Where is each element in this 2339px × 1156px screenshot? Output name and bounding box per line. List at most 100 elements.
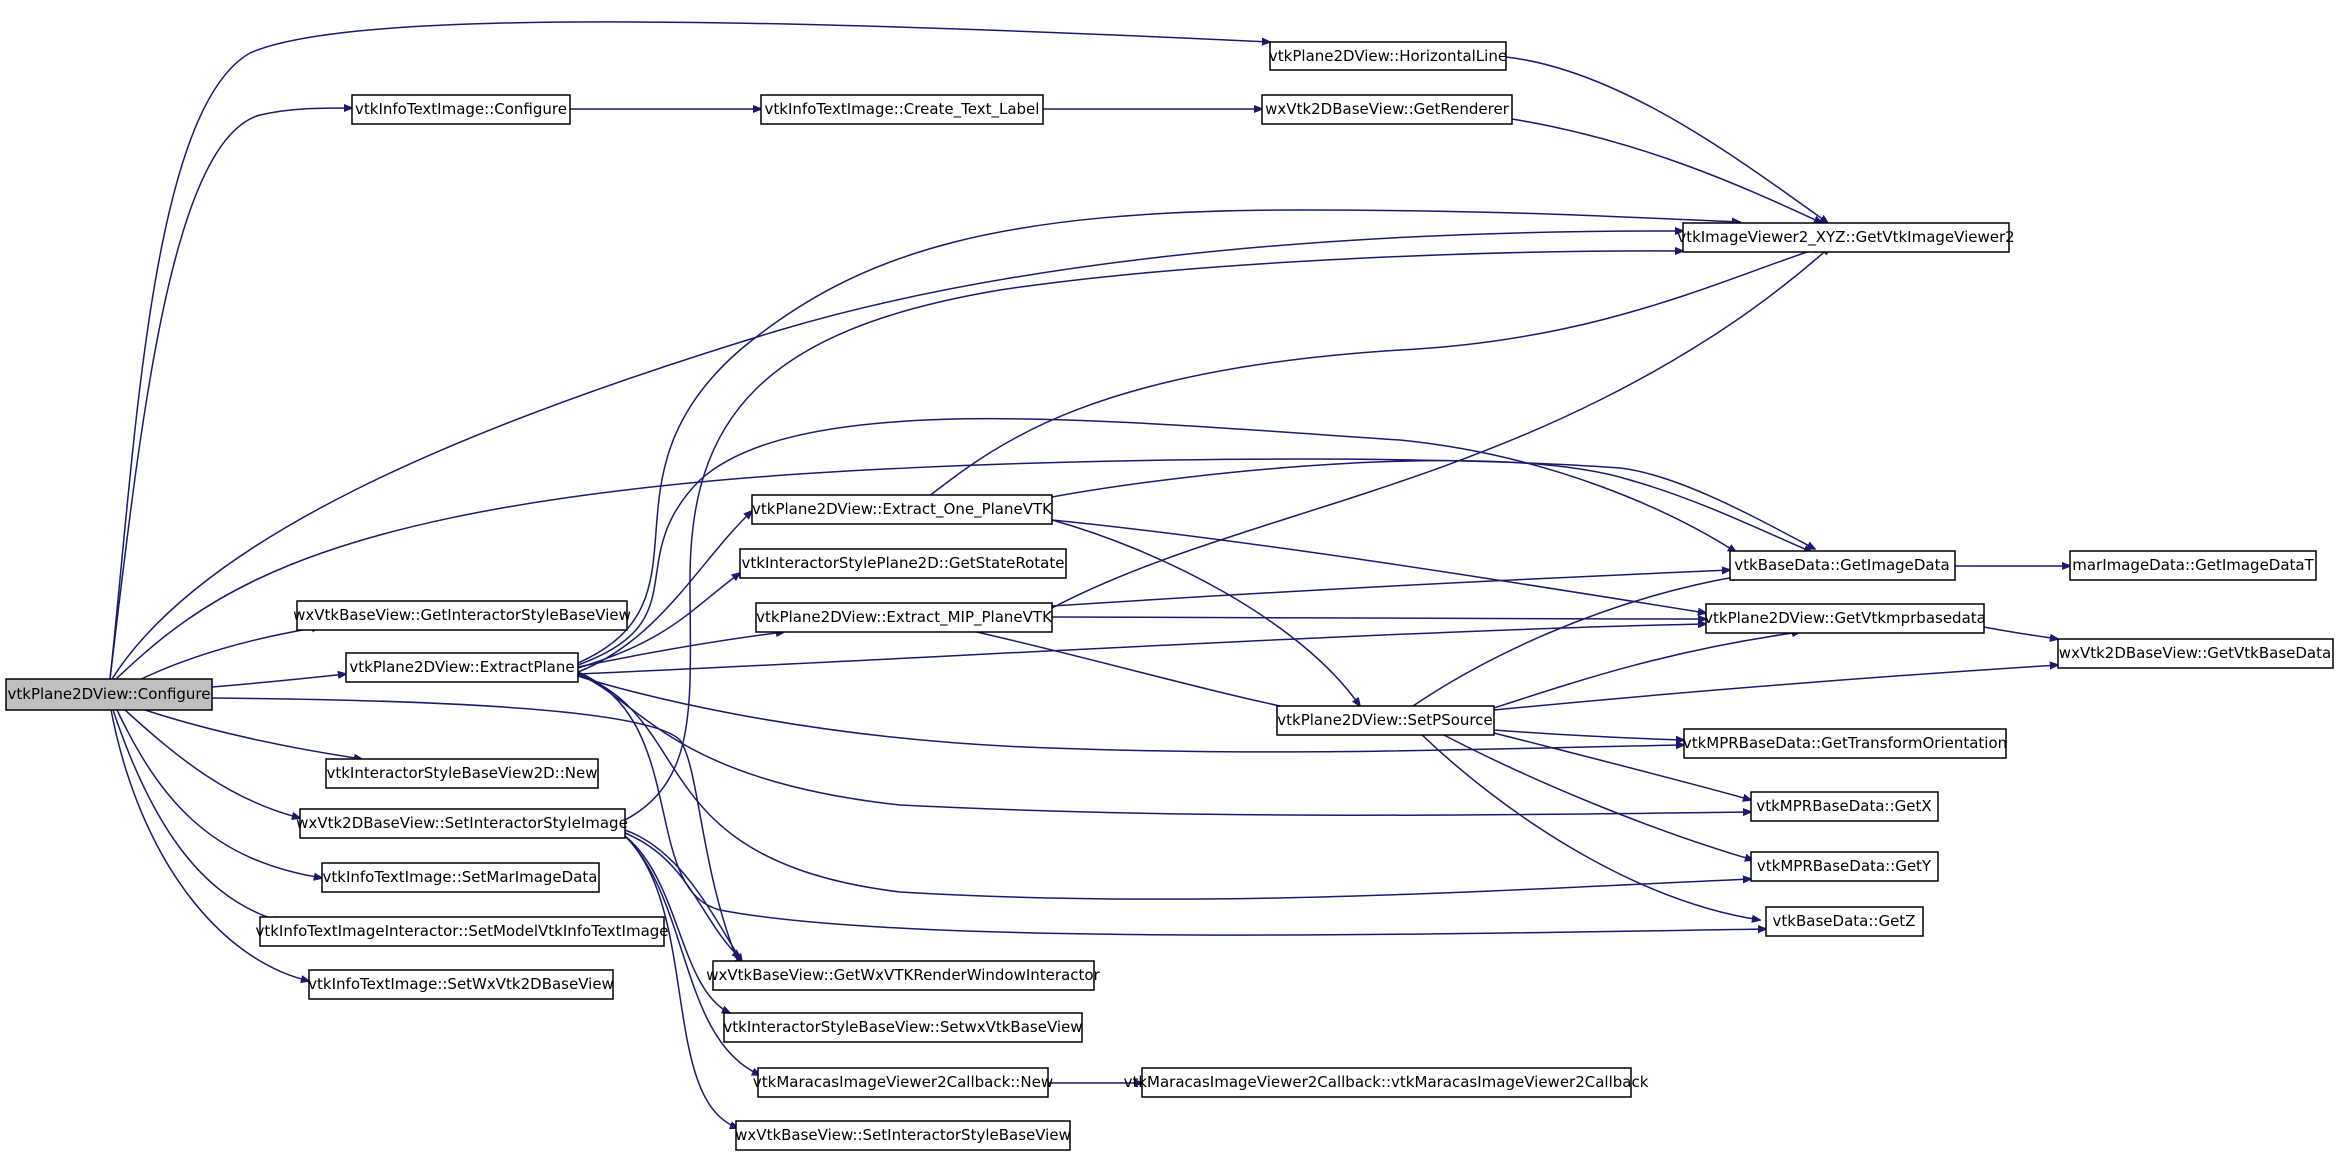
edge-ep-to-getz — [577, 671, 1766, 936]
node-swx2d[interactable]: vtkInfoTextImage::SetWxVtk2DBaseView — [308, 969, 614, 1000]
edge-root-to-sisi — [124, 709, 300, 818]
edge-root-to-hline — [109, 21, 1270, 680]
node-getz[interactable]: vtkBaseData::GetZ — [1765, 906, 1924, 937]
node-label: wxVtk2DBaseView::GetVtkBaseData — [2059, 644, 2331, 662]
edge-sps-to-gvbd — [1493, 665, 2058, 711]
node-label: vtkMPRBaseData::GetY — [1757, 857, 1932, 875]
edge-gvmbd-to-gvbd — [1983, 626, 2058, 639]
node-label: vtkMPRBaseData::GetTransformOrientation — [1683, 734, 2007, 752]
node-gety[interactable]: vtkMPRBaseData::GetY — [1750, 851, 1939, 882]
edge-sisi-to-gwxrwi — [624, 832, 740, 958]
edge-sps-to-getx — [1493, 732, 1751, 800]
edge-ep-to-gto — [577, 675, 1684, 753]
node-label: vtkPlane2DView::HorizontalLine — [1269, 47, 1507, 65]
node-label: vtkInteractorStyleBaseView2D::New — [326, 764, 597, 782]
node-label: vtkBaseData::GetImageData — [1734, 556, 1949, 574]
node-label: vtkInfoTextImage::Configure — [355, 100, 567, 118]
node-getRend[interactable]: wxVtk2DBaseView::GetRenderer — [1261, 94, 1513, 125]
node-gto[interactable]: vtkMPRBaseData::GetTransformOrientation — [1683, 728, 2007, 759]
node-label: vtkPlane2DView::GetVtkmprbasedata — [1704, 609, 1986, 627]
edge-root-to-gid — [115, 458, 1815, 680]
node-label: vtkInteractorStyleBaseView::SetwxVtkBase… — [723, 1018, 1082, 1036]
node-label: vtkPlane2DView::ExtractPlane — [349, 658, 574, 676]
node-label: wxVtkBaseView::GetWxVTKRenderWindowInter… — [706, 966, 1100, 984]
edge-root-to-swx2d — [110, 709, 309, 981]
edge-ep-to-gety — [577, 673, 1751, 900]
node-ep[interactable]: vtkPlane2DView::ExtractPlane — [345, 652, 579, 683]
edge-sps-to-getz — [1419, 732, 1760, 920]
node-label: wxVtkBaseView::GetInteractorStyleBaseVie… — [293, 606, 631, 624]
node-label: vtkMPRBaseData::GetX — [1756, 797, 1931, 815]
node-cbnew[interactable]: vtkMaracasImageViewer2Callback::New — [753, 1067, 1053, 1098]
node-isnew[interactable]: vtkInteractorStyleBaseView2D::New — [325, 758, 599, 789]
edge-sps-to-gid — [1409, 576, 1740, 709]
edge-ep-to-emip — [577, 632, 784, 668]
edge-emip-to-getViewer — [1051, 247, 1830, 609]
node-sisbv[interactable]: wxVtkBaseView::SetInteractorStyleBaseVie… — [735, 1120, 1071, 1151]
node-gisbv[interactable]: wxVtkBaseView::GetInteractorStyleBaseVie… — [293, 600, 631, 631]
edge-ep-to-gid — [577, 417, 1736, 666]
edge-sisi-to-ssbv — [624, 835, 730, 1013]
edge-root-to-gisbv — [134, 627, 320, 683]
edge-sps-to-gety — [1439, 732, 1753, 860]
node-label: vtkMaracasImageViewer2Callback::New — [753, 1073, 1053, 1091]
edge-ep-to-getx — [577, 673, 1751, 815]
node-label: vtkInfoTextImage::SetMarImageData — [323, 868, 598, 886]
node-label: vtkPlane2DView::Extract_MIP_PlaneVTK — [756, 608, 1053, 627]
edge-root-to-ep — [211, 674, 346, 688]
node-label: vtkMaracasImageViewer2Callback::vtkMarac… — [1124, 1073, 1649, 1091]
edge-root-to-itiConf — [109, 108, 352, 680]
node-emip[interactable]: vtkPlane2DView::Extract_MIP_PlaneVTK — [755, 602, 1053, 633]
edge-root-to-getViewer — [111, 231, 1683, 680]
node-label: wxVtkBaseView::SetInteractorStyleBaseVie… — [735, 1126, 1071, 1144]
nodes-layer: vtkPlane2DView::Configure vtkPlane2DView… — [5, 41, 2334, 1151]
node-label: vtkInfoTextImage::Create_Text_Label — [765, 100, 1040, 119]
node-hline[interactable]: vtkPlane2DView::HorizontalLine — [1269, 41, 1507, 71]
edge-eop-to-gvmbd — [1051, 519, 1706, 613]
edge-eop-to-sps — [1051, 519, 1360, 706]
node-gwxrwi[interactable]: wxVtkBaseView::GetWxVTKRenderWindowInter… — [706, 960, 1101, 991]
node-getViewer[interactable]: vtkImageViewer2_XYZ::GetVtkImageViewer2 — [1677, 222, 2015, 253]
node-gvmbd[interactable]: vtkPlane2DView::GetVtkmprbasedata — [1704, 603, 1986, 634]
node-ctl[interactable]: vtkInfoTextImage::Create_Text_Label — [760, 94, 1044, 125]
edge-sps-to-gvmbd — [1493, 632, 1800, 709]
edge-sisi-to-sisbv — [624, 835, 738, 1128]
edge-root-to-smid — [116, 709, 322, 878]
node-sisi[interactable]: wxVtk2DBaseView::SetInteractorStyleImage — [296, 808, 628, 839]
edge-eop-to-gid — [1051, 459, 1812, 552]
node-label: marImageData::GetImageDataT — [2072, 556, 2314, 574]
edge-eop-to-getViewer — [923, 247, 1822, 501]
node-label: vtkBaseData::GetZ — [1773, 912, 1916, 930]
node-gidt[interactable]: marImageData::GetImageDataT — [2069, 550, 2317, 581]
edge-sisi-to-getViewer — [624, 251, 1683, 821]
node-gid[interactable]: vtkBaseData::GetImageData — [1729, 550, 1956, 581]
node-label: wxVtk2DBaseView::SetInteractorStyleImage — [296, 814, 628, 832]
node-smid[interactable]: vtkInfoTextImage::SetMarImageData — [321, 862, 600, 893]
node-ssbv[interactable]: vtkInteractorStyleBaseView::SetwxVtkBase… — [723, 1012, 1083, 1043]
node-sps[interactable]: vtkPlane2DView::SetPSource — [1276, 705, 1495, 736]
node-gsr[interactable]: vtkInteractorStylePlane2D::GetStateRotat… — [739, 548, 1067, 579]
edge-emip-to-gid — [1051, 570, 1730, 607]
node-root[interactable]: vtkPlane2DView::Configure — [5, 678, 213, 711]
node-itiConf[interactable]: vtkInfoTextImage::Configure — [351, 94, 571, 125]
edges-layer — [109, 21, 2070, 1128]
edge-hline-to-getViewer — [1505, 56, 1828, 223]
edge-getRend-to-getViewer — [1511, 118, 1822, 223]
node-eop[interactable]: vtkPlane2DView::Extract_One_PlaneVTK — [751, 494, 1053, 525]
node-label: vtkInfoTextImage::SetWxVtk2DBaseView — [308, 975, 614, 993]
edge-sps-to-gto — [1493, 729, 1684, 740]
node-label: wxVtk2DBaseView::GetRenderer — [1265, 100, 1510, 118]
node-cbctor[interactable]: vtkMaracasImageViewer2Callback::vtkMarac… — [1124, 1067, 1649, 1098]
node-smvti[interactable]: vtkInfoTextImageInteractor::SetModelVtkI… — [255, 916, 669, 947]
node-gvbd[interactable]: wxVtk2DBaseView::GetVtkBaseData — [2057, 638, 2334, 669]
node-getx[interactable]: vtkMPRBaseData::GetX — [1750, 791, 1939, 822]
edge-ep-to-gvmbd — [577, 624, 1706, 675]
node-label: vtkPlane2DView::Extract_One_PlaneVTK — [752, 500, 1053, 519]
edge-root-to-smvti — [112, 709, 283, 922]
edge-emip-to-gvmbd — [1051, 617, 1706, 619]
node-label: vtkPlane2DView::Configure — [8, 685, 211, 703]
edge-root-to-isnew — [144, 709, 362, 759]
edge-sisi-to-gwxrwi-2 — [624, 829, 742, 962]
node-label: vtkInteractorStylePlane2D::GetStateRotat… — [742, 554, 1065, 572]
